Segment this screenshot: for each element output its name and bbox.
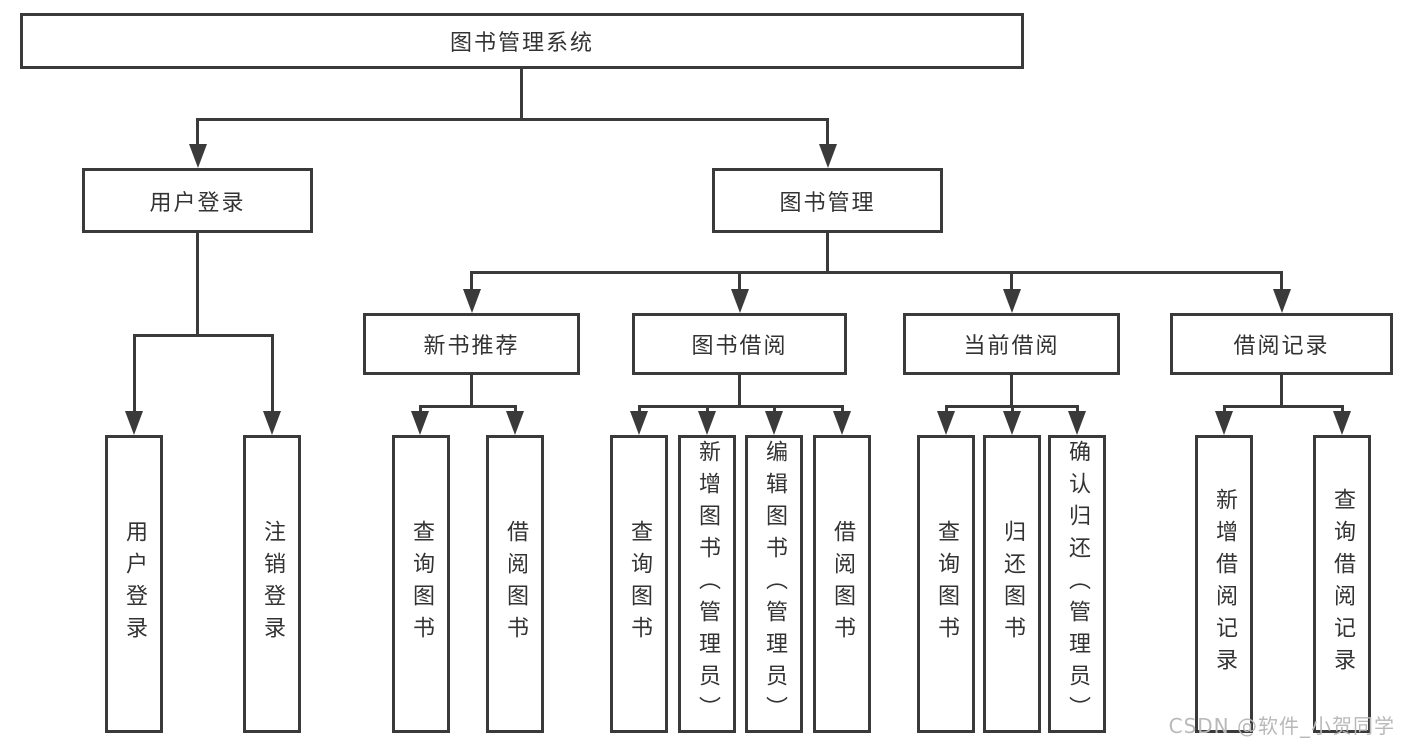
node-new-book-recommend: 新书推荐 <box>363 313 580 375</box>
leaf-label: 归还图书 <box>1000 520 1025 648</box>
leaf-label: 查询图书 <box>409 520 434 648</box>
arrow-down-icon <box>263 411 281 435</box>
arrow-down-icon <box>462 289 481 313</box>
connector-line <box>738 272 741 291</box>
csdn-watermark: CSDN @软件_小贺同学 <box>1168 714 1395 738</box>
node-book-borrowing: 图书借阅 <box>632 313 847 375</box>
node-user-login: 用户登录 <box>82 168 313 233</box>
leaf-logout: 注销登录 <box>243 435 301 733</box>
leaf-label: 用户登录 <box>122 520 147 648</box>
arrow-down-icon <box>188 144 207 168</box>
leaf-edit-books-admin: 编辑图书（管理员） <box>745 435 803 733</box>
leaf-label: 新增图书（管理员） <box>695 440 720 728</box>
connector-line <box>470 375 473 408</box>
connector-line <box>1010 406 1014 413</box>
node-library-management-system: 图书管理系统 <box>20 13 1024 69</box>
connector-line <box>1340 406 1344 413</box>
leaf-borrow-books: 借阅图书 <box>813 435 871 733</box>
leaf-label: 查询借阅记录 <box>1330 488 1355 680</box>
leaf-label: 确认归还（管理员） <box>1065 440 1090 728</box>
arrow-down-icon <box>818 144 837 168</box>
connector-line <box>1075 406 1079 413</box>
leaf-label: 查询图书 <box>627 520 652 648</box>
node-label: 新书推荐 <box>423 334 520 359</box>
connector-line <box>826 119 829 146</box>
connector-line <box>1222 406 1226 413</box>
leaf-label: 新增借阅记录 <box>1212 488 1237 680</box>
arrow-down-icon <box>1215 411 1233 435</box>
connector-line <box>196 119 199 146</box>
connector-line <box>470 270 1283 274</box>
connector-line <box>738 375 741 408</box>
leaf-query-books: 查询图书 <box>392 435 450 733</box>
connector-line <box>196 117 829 121</box>
connector-line <box>418 406 422 413</box>
node-label: 图书借阅 <box>691 334 788 359</box>
connector-line <box>1280 272 1283 291</box>
connector-line <box>826 233 829 274</box>
arrow-down-icon <box>698 411 716 435</box>
arrow-down-icon <box>1333 411 1351 435</box>
leaf-label: 借阅图书 <box>830 520 855 648</box>
arrow-down-icon <box>730 289 749 313</box>
connector-line <box>132 333 274 337</box>
connector-line <box>470 272 473 291</box>
leaf-user-login: 用户登录 <box>105 435 163 733</box>
connector-line <box>1010 375 1013 408</box>
node-book-management: 图书管理 <box>712 168 943 233</box>
arrow-down-icon <box>125 411 143 435</box>
arrow-down-icon <box>1272 289 1291 313</box>
connector-line <box>772 406 776 413</box>
connector-line <box>705 406 709 413</box>
connector-line <box>519 69 523 121</box>
arrow-down-icon <box>411 411 429 435</box>
connector-line <box>637 404 844 408</box>
leaf-confirm-return-admin: 确认归还（管理员） <box>1048 435 1106 733</box>
node-label: 用户登录 <box>149 190 246 216</box>
leaf-query-borrow-record: 查询借阅记录 <box>1313 435 1371 733</box>
leaf-return-books: 归还图书 <box>983 435 1041 733</box>
arrow-down-icon <box>833 411 851 435</box>
arrow-down-icon <box>765 411 783 435</box>
arrow-down-icon <box>506 411 524 435</box>
node-label: 图书管理系统 <box>449 31 594 56</box>
node-label: 借阅记录 <box>1233 334 1330 359</box>
leaf-label: 查询图书 <box>934 520 959 648</box>
leaf-query-books: 查询图书 <box>917 435 975 733</box>
connector-line <box>1222 404 1344 408</box>
connector-line <box>637 406 641 413</box>
leaf-label: 借阅图书 <box>503 520 528 648</box>
node-label: 图书管理 <box>779 190 876 216</box>
connector-line <box>132 335 136 413</box>
arrow-down-icon <box>937 411 955 435</box>
connector-line <box>944 406 948 413</box>
connector-line <box>196 233 199 337</box>
node-borrowing-records: 借阅记录 <box>1170 313 1393 375</box>
arrow-down-icon <box>1003 411 1021 435</box>
connector-line <box>1010 272 1013 291</box>
connector-line <box>840 406 844 413</box>
leaf-add-books-admin: 新增图书（管理员） <box>678 435 736 733</box>
leaf-label: 注销登录 <box>260 520 285 648</box>
leaf-label: 编辑图书（管理员） <box>762 440 787 728</box>
arrow-down-icon <box>1068 411 1086 435</box>
node-current-borrowing: 当前借阅 <box>903 313 1120 375</box>
leaf-borrow-books: 借阅图书 <box>486 435 544 733</box>
connector-line <box>270 335 274 413</box>
node-label: 当前借阅 <box>963 334 1060 359</box>
leaf-add-borrow-record: 新增借阅记录 <box>1195 435 1253 733</box>
connector-line <box>418 404 517 408</box>
arrow-down-icon <box>630 411 648 435</box>
arrow-down-icon <box>1002 289 1021 313</box>
connector-line <box>513 406 517 413</box>
connector-line <box>1280 375 1283 408</box>
leaf-query-books: 查询图书 <box>610 435 668 733</box>
